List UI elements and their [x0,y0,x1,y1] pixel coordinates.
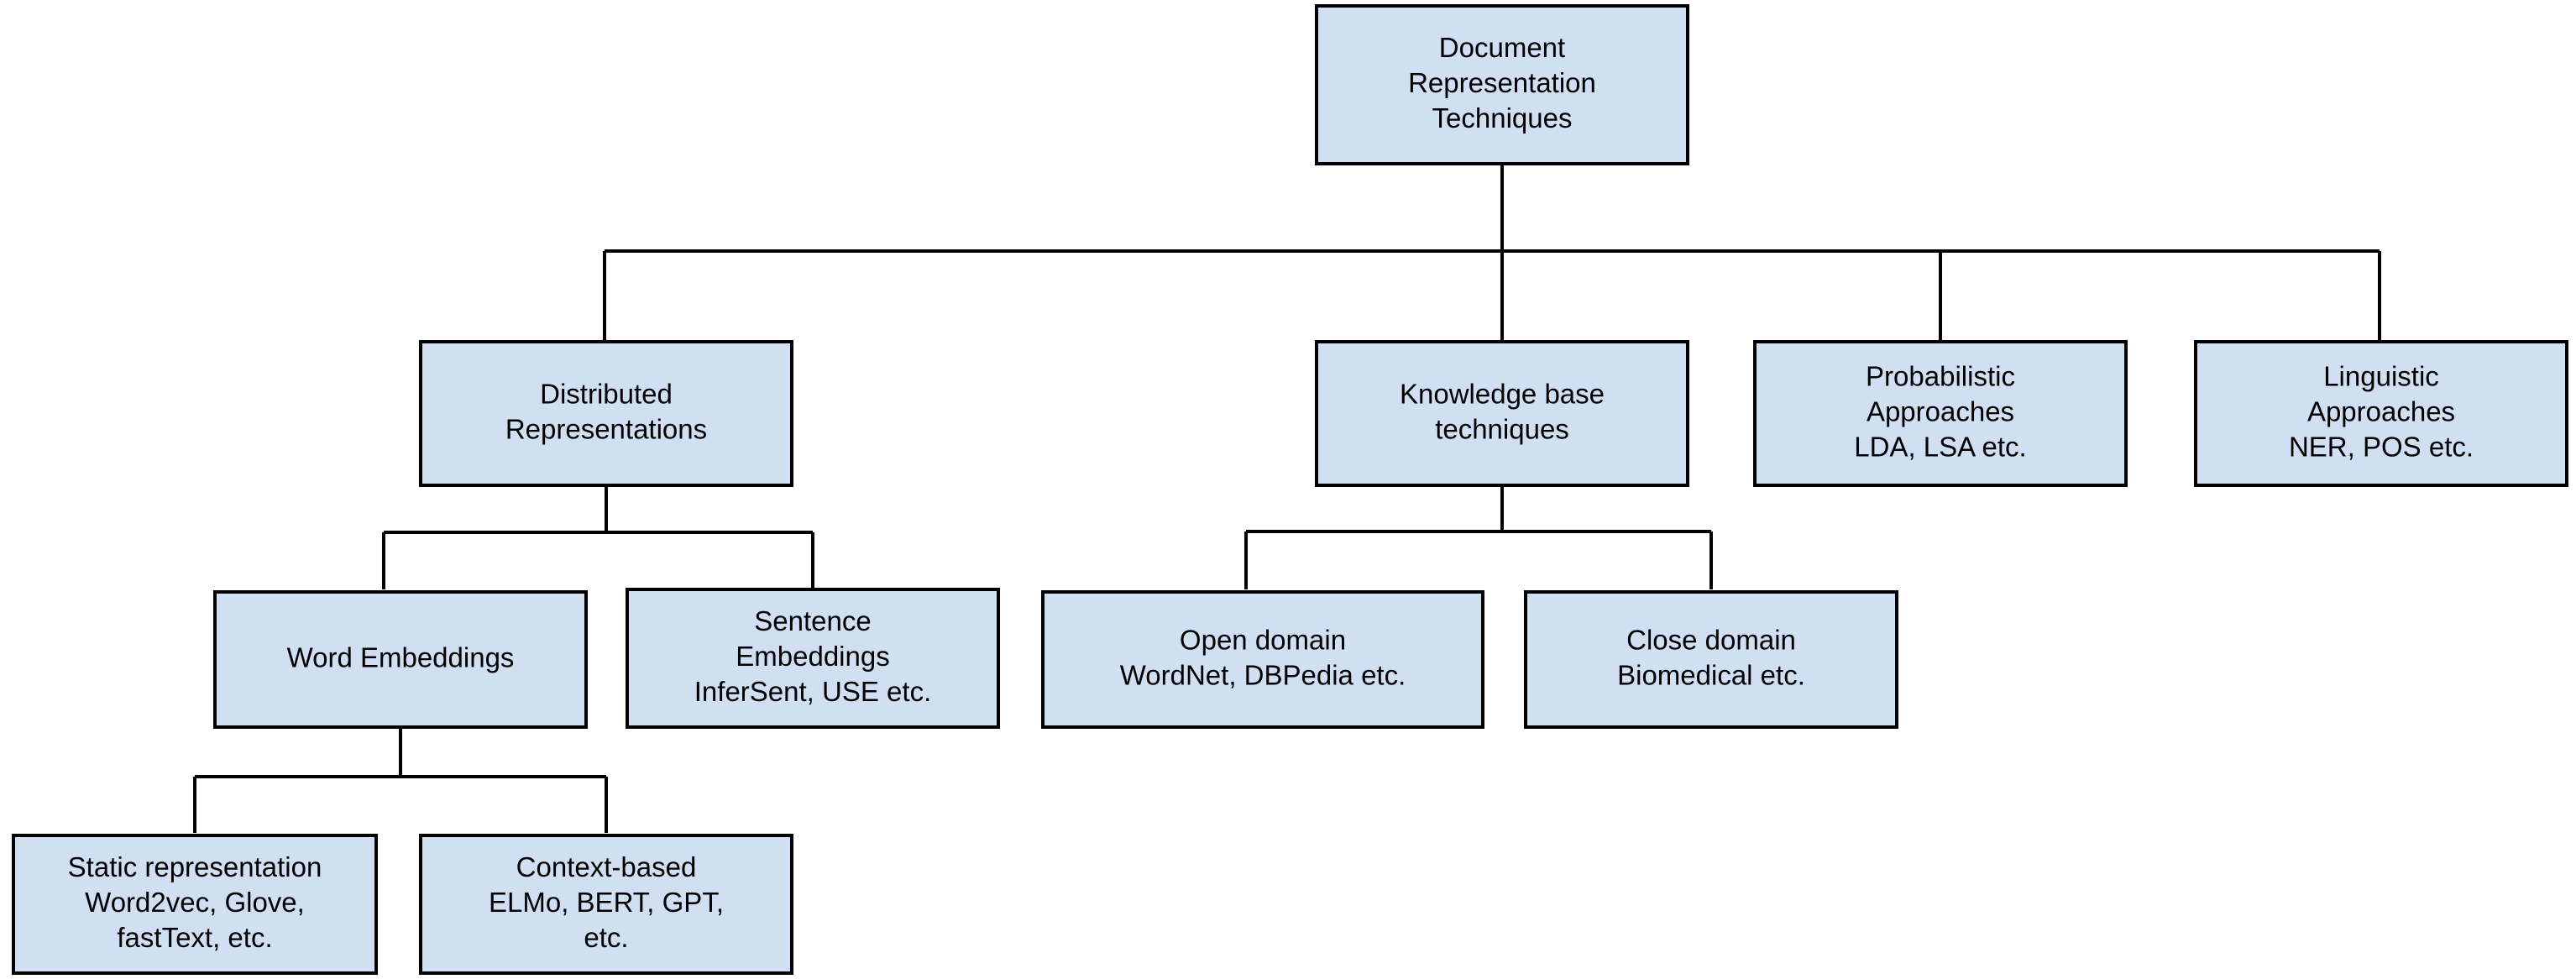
node-box-context-based[interactable] [419,834,793,975]
node-word-embeddings[interactable]: Word Embeddings [213,590,588,729]
node-label-line: Approaches [1867,395,2014,427]
node-box-linguistic-approaches[interactable] [2194,340,2568,487]
node-label-line: Sentence [754,605,871,636]
node-box-knowledge-base-techniques[interactable] [1315,340,1689,487]
node-box-probabilistic-approaches[interactable] [1753,340,2128,487]
knowledge-to-children-bus [1244,487,1713,589]
distributed-to-children-bus [382,487,814,589]
node-label-line: NER, POS etc. [2289,431,2474,462]
node-label-line: Approaches [2307,395,2455,427]
node-label-line: Static representation [68,851,322,882]
node-knowledge-base-techniques[interactable]: Knowledge base techniques [1315,340,1689,487]
node-label-line: fastText, etc. [117,922,272,953]
node-label-line: techniques [1435,413,1569,444]
node-label-line: Open domain [1180,624,1346,655]
node-label-line: Close domain [1626,624,1796,655]
node-label-line: Linguistic [2323,360,2439,391]
node-label-line: ELMo, BERT, GPT, [489,887,724,918]
node-label-line: Representation [1408,67,1596,98]
node-box-open-domain[interactable] [1041,590,1484,729]
node-label-line: Representations [505,413,707,444]
connectors-layer [193,165,2381,833]
node-label-line: Word2vec, Glove, [85,887,305,918]
node-label-line: Word Embeddings [287,641,515,673]
node-label-line: Distributed [540,378,673,409]
root-to-level1-bus [603,165,2381,340]
node-label-line: WordNet, DBPedia etc. [1120,659,1406,690]
node-box-word-embeddings[interactable] [213,590,588,729]
node-box-sentence-embeddings[interactable] [626,588,1000,729]
node-label-line: LDA, LSA etc. [1854,431,2026,462]
node-label-word-embeddings: Word Embeddings [287,641,515,673]
node-label-line: Probabilistic [1866,360,2015,391]
node-box-distributed-representations[interactable] [419,340,793,487]
node-box-static-representation[interactable] [12,834,378,975]
node-label-line: Embeddings [736,641,889,672]
node-label-line: InferSent, USE etc. [694,676,931,707]
node-label-knowledge-base-techniques: Knowledge base techniques [1400,378,1605,444]
node-box-close-domain[interactable] [1524,590,1898,729]
node-label-line: Document [1439,32,1565,63]
node-box-document-representation-techniques[interactable] [1315,4,1689,165]
word-embeddings-to-children-bus [193,729,608,833]
node-label-line: Biomedical etc. [1617,659,1805,690]
node-label-line: Context-based [516,851,697,882]
node-label-line: etc. [584,922,628,953]
node-label-line: Techniques [1432,102,1573,134]
node-label-line: Knowledge base [1400,378,1605,409]
